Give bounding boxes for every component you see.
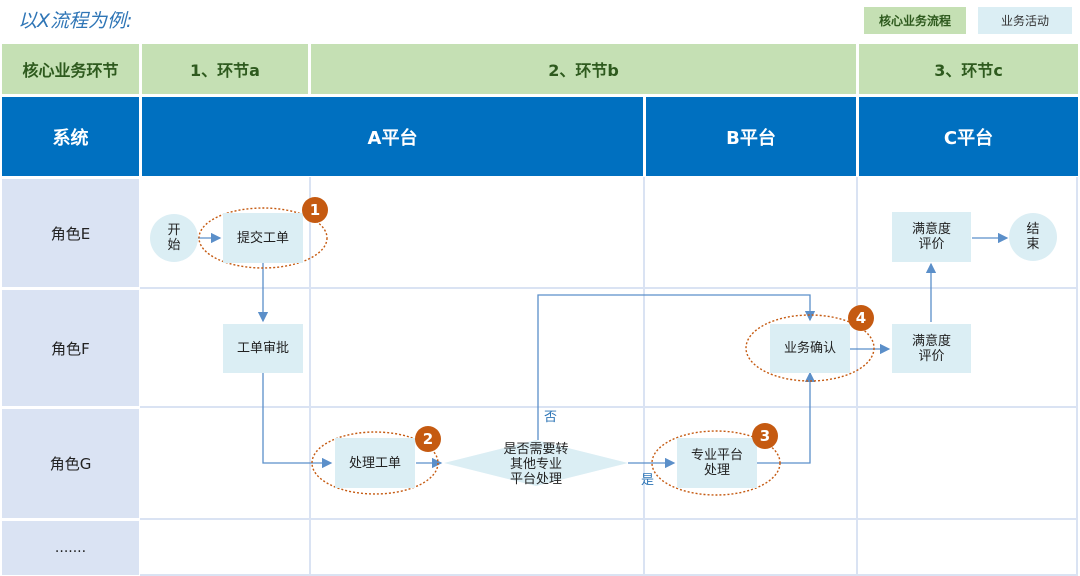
edge-label-yes: 是 <box>641 473 655 488</box>
edge-specialist-to-confirm <box>757 371 816 464</box>
platform-c-header: C平台 <box>859 97 1078 176</box>
business-confirm-box: 业务确认 <box>770 324 850 373</box>
edge-decision-no <box>537 294 816 440</box>
stage-header-a: 1、环节a <box>142 44 308 94</box>
edge-review-to-handle <box>262 373 333 469</box>
stage-header-b: 2、环节b <box>311 44 856 94</box>
step-badge-4: 4 <box>848 305 874 331</box>
decision-label: 是否需要转 其他专业 平台处理 <box>503 441 569 487</box>
page-title: 以X流程为例: <box>18 10 133 32</box>
highlight-ellipse-3 <box>651 430 781 496</box>
legend-core-process: 核心业务流程 <box>864 7 966 34</box>
step-badge-1: 1 <box>302 197 328 223</box>
highlight-ellipse-1 <box>198 207 328 269</box>
role-e-cell: 角色E <box>2 179 139 287</box>
system-header-label: 系统 <box>2 97 139 176</box>
platform-a-header: A平台 <box>142 97 643 176</box>
handle-ticket-box: 处理工单 <box>335 438 415 488</box>
edge-label-no: 否 <box>544 410 558 425</box>
end-node: 结 束 <box>1009 213 1057 261</box>
decision-diamond <box>444 440 628 486</box>
satisfaction-box-role-f: 满意度 评价 <box>892 324 971 373</box>
highlight-ellipse-2 <box>311 431 439 495</box>
submit-ticket-box: 提交工单 <box>223 213 303 263</box>
legend-business-activity: 业务活动 <box>978 7 1072 34</box>
role-f-cell: 角色F <box>2 290 139 406</box>
start-node: 开 始 <box>150 214 198 262</box>
specialist-handling-box: 专业平台 处理 <box>677 438 757 488</box>
satisfaction-box-role-e: 满意度 评价 <box>892 212 971 262</box>
core-stage-header-label: 核心业务环节 <box>2 44 139 94</box>
step-badge-3: 3 <box>752 423 778 449</box>
highlight-ellipse-4 <box>745 314 875 382</box>
step-badge-2: 2 <box>415 426 441 452</box>
role-g-cell: 角色G <box>2 409 139 518</box>
more-roles-cell: ....... <box>2 521 139 575</box>
ticket-review-box: 工单审批 <box>223 324 303 373</box>
platform-b-header: B平台 <box>646 97 856 176</box>
stage-header-c: 3、环节c <box>859 44 1078 94</box>
